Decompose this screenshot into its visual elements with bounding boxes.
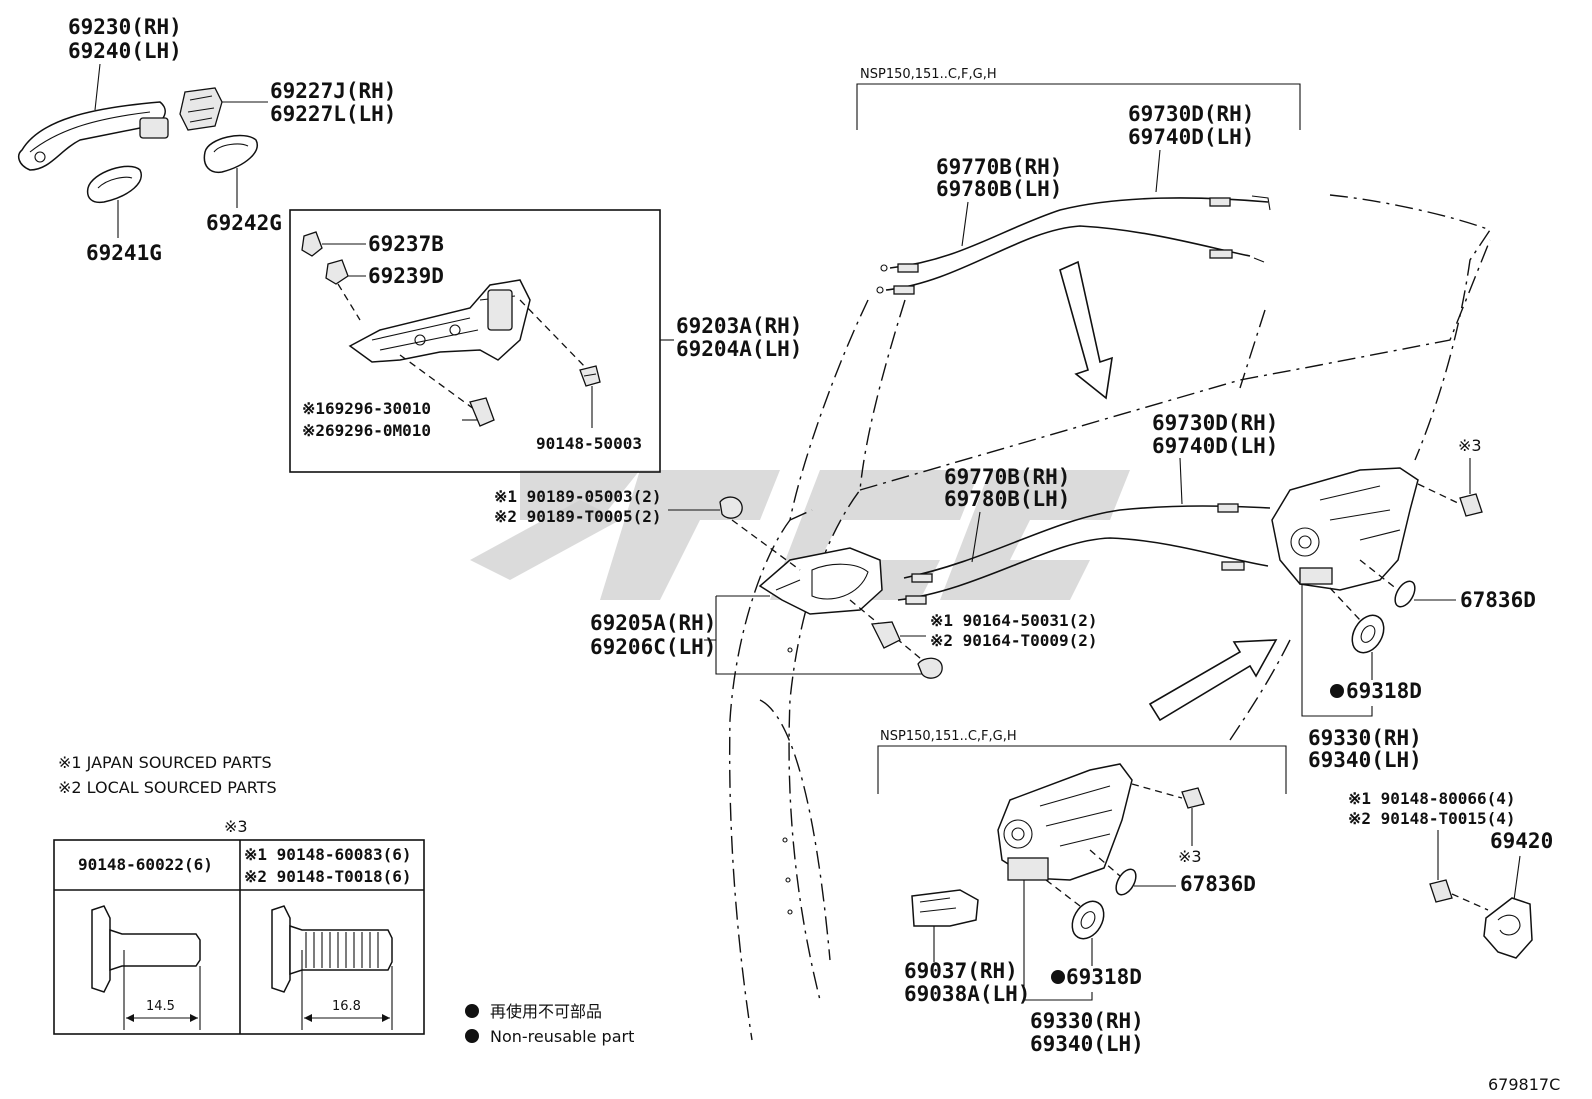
screw-90164 [870,621,901,649]
handle-pad-rear [203,134,258,174]
door-outline [728,194,1492,1041]
door-striker [1483,897,1533,959]
grommet-69318d-bottom [1071,900,1105,940]
legend-en: Non-reusable part [490,1027,634,1046]
clip-69239d [325,259,349,285]
label-69205A: 69205A(RH) [590,611,716,635]
label-69740D-mid: 69740D(LH) [1152,434,1278,458]
watermark-logo [470,470,1130,600]
outside-handle [17,101,169,171]
label-69730D-mid: 69730D(RH) [1152,411,1278,435]
label-90148-50003: 90148-50003 [536,434,642,453]
label-69420: 69420 [1490,829,1553,853]
label-69242G: 69242G [206,211,282,235]
bolt-left-dim: 14.5 [146,999,175,1014]
diagram-id: 679817C [1488,1075,1560,1094]
frame-group-box [289,209,661,473]
label-69230: 69230(RH) [68,15,182,39]
handle-frame [348,279,531,363]
label-69318D-bot: 69318D [1066,965,1142,989]
bolt-table-title: ※3 [224,817,248,836]
bolt-top [1459,493,1483,517]
label-69227J: 69227J(RH) [270,79,396,103]
label-90148-T0015: ※2 90148-T0015(4) [1348,809,1516,828]
label-69330-top: 69330(RH) [1308,726,1422,750]
handle-cover [179,87,223,131]
legend-dot-icon-2 [465,1029,479,1043]
group-label-top: NSP150,151..C,F,G,H [860,67,997,82]
label-69330-bot: 69330(RH) [1030,1009,1144,1033]
non-reusable-dot-icon-2 [1051,970,1065,984]
label-69770B-top: 69770B(RH) [936,155,1062,179]
seal-67836d-bottom [1115,868,1137,896]
door-lock-assembly-top [1271,467,1419,591]
group-label-bottom: NSP150,151..C,F,G,H [880,729,1017,744]
bolt-right-dim: 16.8 [332,999,361,1014]
label-69780B-top: 69780B(LH) [936,177,1062,201]
label-69780B-mid: 69780B(LH) [944,487,1070,511]
cable-top [876,195,1271,295]
label-169296: ※169296-30010 [302,399,431,418]
label-69340-bot: 69340(LH) [1030,1032,1144,1056]
screw-90148-50003 [579,365,601,387]
label-90164-2: ※2 90164-T0009(2) [930,631,1098,650]
bolt-table-right-header-1: ※1 90148-60083(6) [244,845,412,864]
screw-69296 [469,397,495,427]
door-lock-assembly-bottom [997,763,1133,881]
bolt-spec-table: ※3 90148-60022(6) ※1 90148-60083(6) ※2 9… [53,817,425,1035]
handle-pad-front [86,165,142,204]
non-reusable-dot-icon [1330,684,1344,698]
label-69037: 69037(RH) [904,959,1018,983]
label-269296: ※269296-0M010 [302,421,431,440]
bolt-table-left-header: 90148-60022(6) [78,855,213,874]
label-69239D: 69239D [368,264,444,288]
legend: 再使用不可部品 Non-reusable part [465,1002,634,1046]
bolt-bottom [1181,787,1205,809]
note-japan-sourced: ※1 JAPAN SOURCED PARTS [58,753,272,772]
label-90164-1: ※1 90164-50031(2) [930,611,1098,630]
label-69227L: 69227L(LH) [270,102,396,126]
bolt-left-drawing: 14.5 [91,905,201,1030]
label-69204A: 69204A(LH) [676,337,802,361]
arrow-down-icon [1059,260,1113,400]
label-69740D-top: 69740D(LH) [1128,125,1254,149]
inside-handle [758,547,883,615]
seal-67836d-top [1394,580,1416,608]
legend-jp: 再使用不可部品 [490,1002,602,1021]
label-67836D-bot: 67836D [1180,872,1256,896]
lock-actuator-69037 [911,889,979,927]
bolt-table-right-header-2: ※2 90148-T0018(6) [244,867,412,886]
grommet-69318d-top [1351,614,1385,654]
cap-end [917,657,943,679]
label-69318D-top: 69318D [1346,679,1422,703]
label-69340-top: 69340(LH) [1308,748,1422,772]
cable-mid [897,503,1271,605]
label-67836D-top: 67836D [1460,588,1536,612]
label-90189-2: ※2 90189-T0005(2) [494,507,662,526]
label-69241G: 69241G [86,241,162,265]
cap-90189 [719,496,743,519]
star3-mid: ※3 [1178,847,1202,866]
label-69237B: 69237B [368,232,444,256]
star3-top: ※3 [1458,436,1482,455]
legend-dot-icon [465,1004,479,1018]
label-69240: 69240(LH) [68,39,182,63]
clip-69237b [301,231,323,257]
label-69730D-top: 69730D(RH) [1128,102,1254,126]
note-local-sourced: ※2 LOCAL SOURCED PARTS [58,778,277,797]
bolt-right-drawing: 16.8 [271,905,393,1030]
screw-striker [1429,879,1453,903]
label-69038A: 69038A(LH) [904,982,1030,1006]
label-69206C: 69206C(LH) [590,635,716,659]
label-90189-1: ※1 90189-05003(2) [494,487,662,506]
label-90148-80066: ※1 90148-80066(4) [1348,789,1516,808]
arrow-up-icon [1148,639,1278,722]
label-69770B-mid: 69770B(RH) [944,465,1070,489]
label-69203A: 69203A(RH) [676,314,802,338]
